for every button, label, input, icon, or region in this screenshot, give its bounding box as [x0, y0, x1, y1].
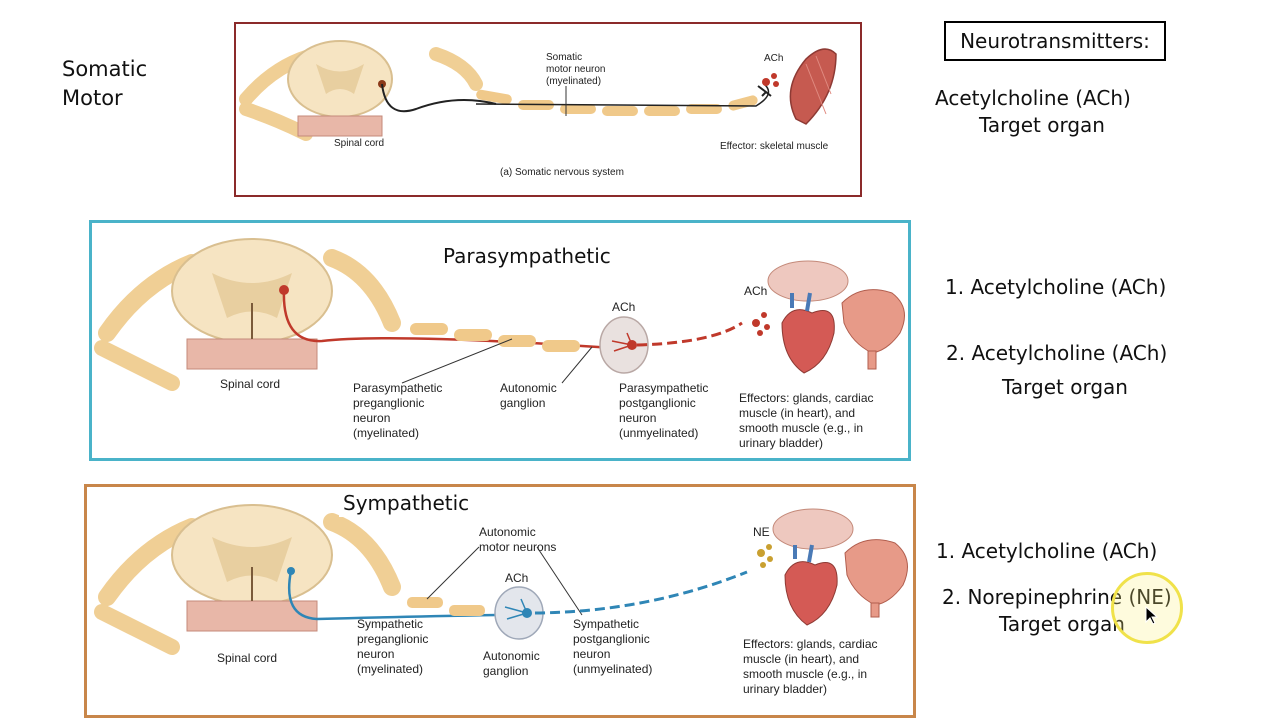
symp-ganglion-label: Autonomic ganglion	[483, 649, 540, 678]
spinal-cord-icon	[171, 238, 333, 370]
autonomic-ganglion-icon	[599, 316, 649, 374]
somatic-effector-label: Effector: skeletal muscle	[720, 141, 829, 152]
mouse-pointer-icon	[1145, 606, 1159, 625]
para-nt-target: Target organ	[1002, 375, 1128, 399]
symp-spinal-cord-label: Spinal cord	[217, 651, 278, 665]
para-effectors-label: Effectors: glands, cardiac muscle (in he…	[739, 391, 874, 450]
somatic-spinal-cord-label: Spinal cord	[334, 138, 385, 149]
somatic-panel: Somatic motor neuron (myelinated) ACh Sp…	[234, 22, 862, 197]
para-ganglion-label: Autonomic ganglion	[500, 381, 557, 410]
para-nt-2: 2. Acetylcholine (ACh)	[946, 341, 1168, 365]
symp-motor-neurons-label: Autonomic motor neurons	[479, 525, 557, 554]
spinal-cord-icon	[287, 40, 393, 137]
parasympathetic-panel: Parasympathetic ACh ACh Spinal cord Para…	[89, 220, 911, 461]
gland-icon	[772, 508, 854, 550]
spinal-cord-icon	[171, 504, 333, 632]
para-myelin-sheath	[410, 323, 580, 352]
heart-icon	[781, 292, 835, 374]
symp-nt-1: 1. Acetylcholine (ACh)	[936, 539, 1158, 563]
sympathetic-diagram	[94, 504, 908, 655]
symp-pre-label: Sympathetic preganglionic neuron (myelin…	[357, 617, 429, 676]
para-synapse-icon	[752, 312, 770, 336]
somatic-nt-1: Acetylcholine (ACh)	[935, 86, 1131, 110]
somatic-synapse-icon	[757, 73, 779, 97]
somatic-motor-label: Somatic Motor	[62, 57, 148, 110]
sympathetic-panel: Sympathetic Autonomic motor neurons ACh …	[84, 484, 916, 718]
symp-ach-ganglion: ACh	[505, 571, 529, 585]
symp-nt-target: Target organ	[999, 612, 1125, 636]
symp-post-label: Sympathetic postganglionic neuron (unmye…	[573, 617, 653, 676]
neurotransmitters-header-text: Neurotransmitters:	[960, 29, 1150, 53]
para-pre-label: Parasympathetic preganglionic neuron (my…	[353, 381, 443, 440]
symp-title: Sympathetic	[339, 490, 474, 517]
symp-ne-effector: NE	[753, 525, 770, 539]
urinary-bladder-icon	[844, 539, 908, 618]
heart-icon	[784, 544, 838, 626]
somatic-caption: (a) Somatic nervous system	[500, 167, 624, 178]
para-ach-effector: ACh	[744, 284, 768, 298]
skeletal-muscle-icon	[789, 48, 837, 125]
para-ach-ganglion: ACh	[612, 300, 636, 314]
parasympathetic-diagram	[94, 238, 905, 391]
para-title: Parasympathetic	[443, 244, 611, 268]
para-spinal-cord-label: Spinal cord	[220, 377, 281, 391]
somatic-myelin-sheath	[476, 89, 758, 116]
symp-synapse-icon	[757, 544, 773, 568]
para-nt-1: 1. Acetylcholine (ACh)	[945, 275, 1167, 299]
somatic-nt-target: Target organ	[979, 113, 1105, 137]
somatic-diagram	[239, 40, 837, 141]
somatic-ach-label: ACh	[764, 53, 784, 64]
para-post-label: Parasympathetic postganglionic neuron (u…	[619, 381, 709, 440]
symp-myelin-sheath	[407, 597, 485, 616]
somatic-neuron-label: Somatic motor neuron (myelinated)	[546, 52, 606, 87]
urinary-bladder-icon	[841, 289, 905, 370]
symp-effectors-label: Effectors: glands, cardiac muscle (in he…	[743, 637, 878, 696]
neurotransmitters-header: Neurotransmitters:	[944, 21, 1166, 61]
